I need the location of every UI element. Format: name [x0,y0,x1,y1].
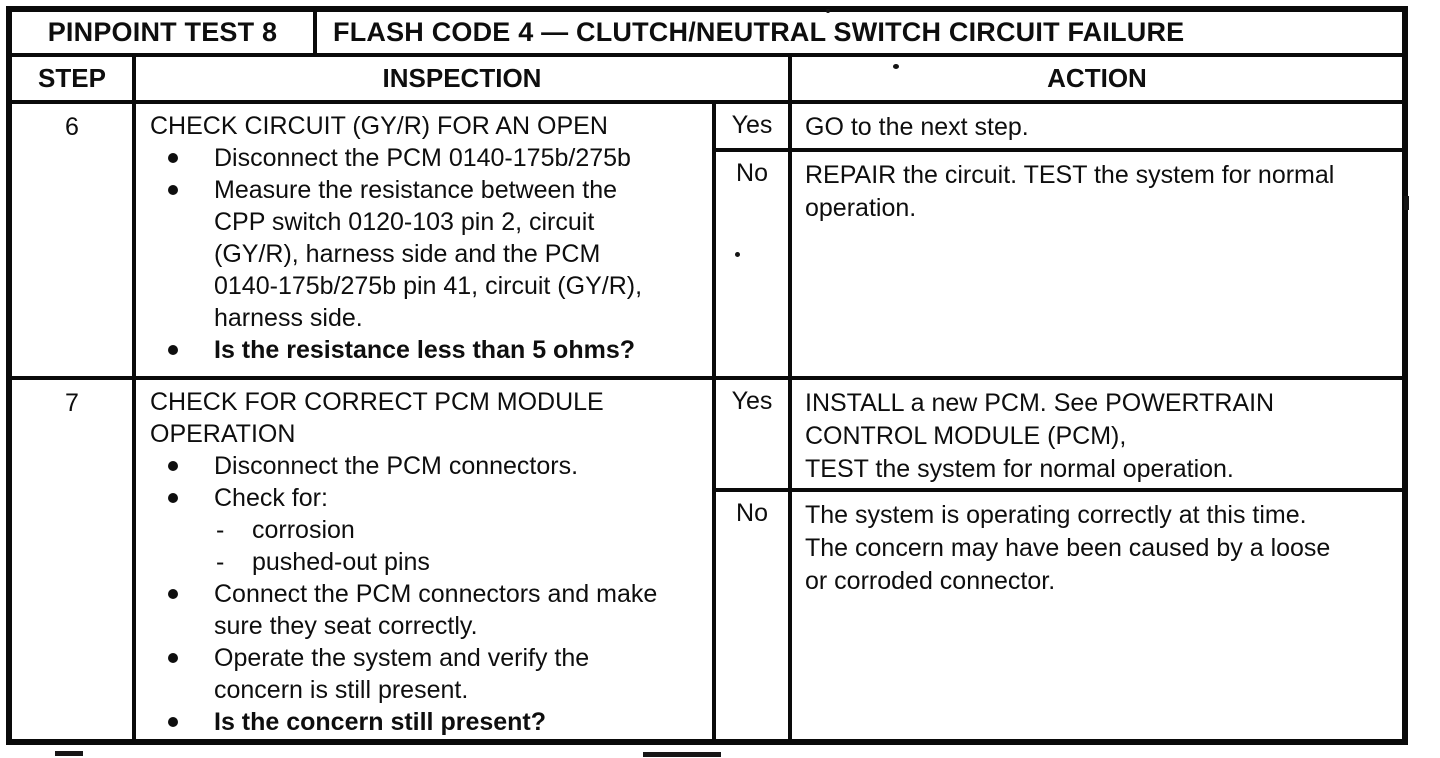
inspection-title: CHECK FOR CORRECT PCM MODULE OPERATION [150,388,604,448]
outcome-no-row: No The system is operating correctly at … [716,492,1402,739]
step-number: 6 [12,104,136,376]
inspection-bullet-list: Disconnect the PCM 0140-175b/275b Measur… [150,142,704,366]
inspection-bullet: Disconnect the PCM 0140-175b/275b [150,142,704,174]
outcome-yes-label: Yes [716,380,792,488]
scan-artifact [643,752,721,757]
inspection-cell: CHECK FOR CORRECT PCM MODULE OPERATION D… [136,380,716,739]
step-row-7: 7 CHECK FOR CORRECT PCM MODULE OPERATION… [12,380,1402,739]
outcome-no-label: No [716,492,792,739]
table-header-row: STEP INSPECTION ACTION [12,57,1402,104]
outcome-yes-action: INSTALL a new PCM. See POWERTRAIN CONTRO… [805,389,1275,483]
outcome-yes-label: Yes [716,104,792,148]
column-header-inspection: INSPECTION [136,57,792,100]
inspection-bullet-list: Disconnect the PCM connectors. Check for… [150,450,704,738]
step-row-6: 6 CHECK CIRCUIT (GY/R) FOR AN OPEN Disco… [12,104,1402,380]
pinpoint-test-label: PINPOINT TEST 8 [12,12,317,53]
scan-artifact [55,751,83,756]
column-header-action: ACTION [1047,63,1147,93]
scan-artifact [735,252,740,257]
step-number: 7 [12,380,136,739]
inspection-cell: CHECK CIRCUIT (GY/R) FOR AN OPEN Disconn… [136,104,716,376]
outcome-no-row: No REPAIR the circuit. TEST the system f… [716,152,1402,376]
table-title-row: PINPOINT TEST 8 FLASH CODE 4 — CLUTCH/NE… [12,12,1402,57]
inspection-question-bullet: Is the resistance less than 5 ohms? [150,334,704,366]
inspection-question-bullet: Is the concern still present? [150,706,704,738]
inspection-bullet: Disconnect the PCM connectors. [150,450,704,482]
flash-code-label: FLASH CODE 4 — CLUTCH/NEUTRAL SWITCH CIR… [333,17,1185,47]
outcome-yes-row: Yes GO to the next step. [716,104,1402,152]
inspection-bullet: Measure the resistance between the CPP s… [150,174,704,334]
scan-artifact [1404,196,1409,210]
outcomes-cell: Yes GO to the next step. No REPAIR the c… [716,104,1402,376]
outcomes-cell: Yes INSTALL a new PCM. See POWERTRAIN CO… [716,380,1402,739]
outcome-no-label: No [716,152,792,376]
inspection-bullet: Connect the PCM connectors and make sure… [150,578,704,642]
inspection-sub-item: pushed-out pins [150,546,704,578]
outcome-no-action: The system is operating correctly at thi… [805,501,1331,595]
pinpoint-test-table: PINPOINT TEST 8 FLASH CODE 4 — CLUTCH/NE… [6,6,1408,745]
inspection-bullet: Operate the system and verify the concer… [150,642,704,706]
inspection-bullet: Check for: [150,482,704,514]
column-header-step: STEP [12,57,136,100]
scan-artifact [826,9,830,13]
inspection-title: CHECK CIRCUIT (GY/R) FOR AN OPEN [150,112,608,140]
scan-artifact [893,64,899,69]
outcome-yes-action: GO to the next step. [805,113,1029,141]
inspection-sub-item: corrosion [150,514,704,546]
outcome-yes-row: Yes INSTALL a new PCM. See POWERTRAIN CO… [716,380,1402,492]
outcome-no-action: REPAIR the circuit. TEST the system for … [805,161,1335,222]
